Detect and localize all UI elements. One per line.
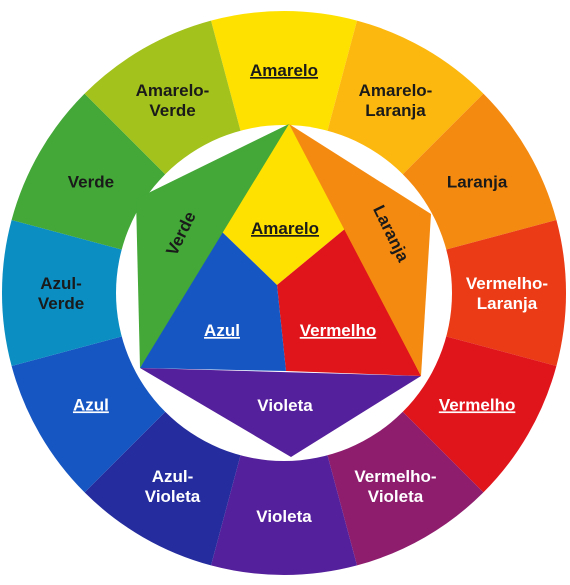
outer-segment-label: Verde	[38, 294, 84, 313]
outer-ring: AmareloAmarelo-LaranjaLaranjaVermelho-La…	[1, 10, 567, 576]
outer-segment-label: Amarelo	[250, 61, 318, 80]
outer-segment-label: Amarelo-	[359, 81, 433, 100]
inner-label-amarelo: Amarelo	[251, 219, 319, 238]
inner-label-vermelho: Vermelho	[300, 321, 377, 340]
inner-label-violeta: Violeta	[257, 396, 313, 415]
outer-segment-label: Azul	[73, 395, 109, 414]
inner-amarelo-triangle	[218, 124, 346, 285]
inner-laranja-triangle	[289, 124, 431, 376]
outer-segment-label: Laranja	[447, 172, 508, 191]
inner-shapes	[136, 124, 431, 457]
outer-segment-label: Verde	[68, 172, 114, 191]
outer-segment-label: Violeta	[256, 507, 312, 526]
outer-segment-label: Vermelho	[439, 395, 516, 414]
outer-segment-label: Laranja	[477, 294, 538, 313]
inner-azul-triangle	[140, 228, 286, 371]
inner-label-azul: Azul	[204, 321, 240, 340]
outer-segment-label: Laranja	[365, 101, 426, 120]
outer-segment-label: Vermelho-	[466, 274, 548, 293]
outer-segment-label: Verde	[149, 101, 195, 120]
inner-vermelho-triangle	[277, 228, 421, 376]
outer-segment-label: Violeta	[368, 487, 424, 506]
outer-segment-label: Amarelo-	[136, 81, 210, 100]
outer-segment-label: Azul-	[152, 467, 194, 486]
outer-segment-label: Vermelho-	[354, 467, 436, 486]
inner-violeta-triangle	[140, 368, 421, 457]
outer-segment-label: Violeta	[145, 487, 201, 506]
inner-verde-triangle	[136, 124, 289, 368]
outer-segment-label: Azul-	[40, 274, 82, 293]
